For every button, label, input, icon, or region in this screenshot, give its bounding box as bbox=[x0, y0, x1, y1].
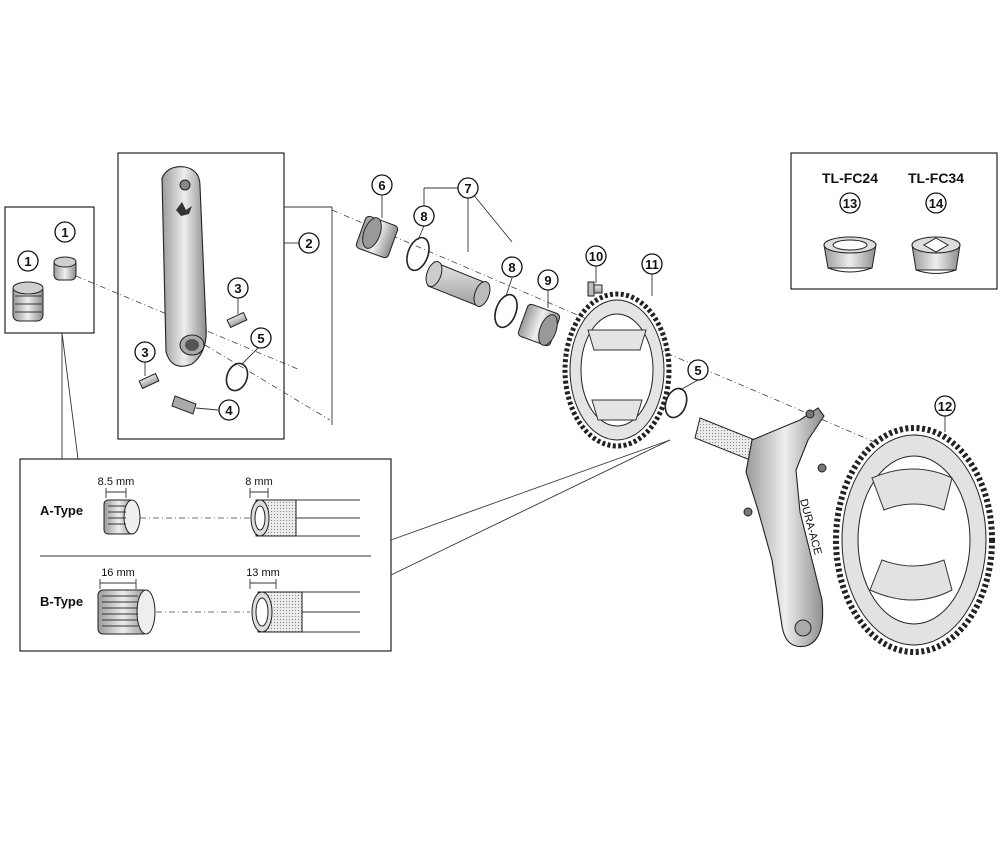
svg-text:5: 5 bbox=[257, 331, 264, 346]
b-right-dimension: 13 mm bbox=[246, 567, 280, 579]
a-left-dimension: 8.5 mm bbox=[98, 476, 135, 488]
tool-tl-fc34 bbox=[911, 236, 961, 274]
svg-text:1: 1 bbox=[24, 254, 31, 269]
tool-tl-fc24 bbox=[823, 236, 877, 273]
svg-text:2: 2 bbox=[305, 236, 312, 251]
callout-9: 9 bbox=[537, 269, 559, 291]
svg-text:4: 4 bbox=[225, 403, 233, 418]
callout-13: 13 bbox=[839, 192, 861, 214]
callout-1b: 1 bbox=[17, 250, 39, 272]
svg-text:12: 12 bbox=[938, 399, 952, 414]
callout-7: 7 bbox=[457, 177, 479, 199]
bb-seal-ring-left bbox=[406, 236, 430, 272]
svg-text:8: 8 bbox=[508, 260, 515, 275]
svg-text:10: 10 bbox=[589, 249, 603, 264]
safety-plate bbox=[171, 395, 197, 415]
svg-text:6: 6 bbox=[378, 178, 385, 193]
callout-3b: 3 bbox=[134, 341, 156, 363]
b-type-socket bbox=[251, 591, 303, 633]
callout-12: 12 bbox=[934, 395, 956, 417]
crank-bolt-small bbox=[53, 256, 77, 281]
left-crank-arm bbox=[161, 166, 207, 367]
svg-text:7: 7 bbox=[464, 181, 471, 196]
callout-2: 2 bbox=[298, 232, 320, 254]
bb-cup-left bbox=[355, 215, 399, 259]
bb-sleeve bbox=[425, 261, 491, 307]
a-right-dimension: 8 mm bbox=[245, 476, 273, 488]
inner-chainring bbox=[562, 291, 672, 449]
svg-text:11: 11 bbox=[645, 257, 659, 272]
bb-seal-ring-right bbox=[494, 293, 518, 329]
a-type-bolt bbox=[103, 499, 141, 535]
b-type-label: B-Type bbox=[40, 594, 83, 609]
right-crank-arm: DURA-ACE bbox=[694, 407, 827, 648]
svg-text:14: 14 bbox=[929, 196, 944, 211]
crank-bolt-large bbox=[12, 281, 44, 322]
callout-8b: 8 bbox=[501, 256, 523, 278]
pinch-bolt-upper bbox=[226, 311, 248, 329]
svg-text:3: 3 bbox=[234, 281, 241, 296]
pinch-bolt-lower bbox=[138, 372, 160, 390]
left-crank-box bbox=[117, 152, 331, 440]
outer-chainring bbox=[833, 425, 995, 655]
chainring-bolt bbox=[587, 281, 603, 297]
svg-text:3: 3 bbox=[141, 345, 148, 360]
a-type-socket bbox=[250, 499, 297, 537]
bb-cup-right bbox=[517, 303, 561, 347]
callout-5a: 5 bbox=[250, 327, 272, 349]
leader-lines bbox=[144, 187, 946, 432]
callout-14: 14 bbox=[925, 192, 947, 214]
bolt-inset-box bbox=[4, 206, 301, 371]
wave-washer-right bbox=[664, 387, 688, 419]
svg-text:9: 9 bbox=[544, 273, 551, 288]
svg-text:13: 13 bbox=[843, 196, 857, 211]
callout-10: 10 bbox=[585, 245, 607, 267]
b-left-dimension: 16 mm bbox=[101, 567, 135, 579]
svg-text:1: 1 bbox=[61, 225, 68, 240]
type-inset-box: A-Type B-Type 8.5 mm 8 mm 16 mm bbox=[19, 332, 671, 652]
svg-text:8: 8 bbox=[420, 209, 427, 224]
callout-5b: 5 bbox=[687, 359, 709, 381]
callout-3a: 3 bbox=[227, 277, 249, 299]
callout-4: 4 bbox=[218, 399, 240, 421]
wave-washer-left bbox=[225, 362, 249, 392]
svg-text:5: 5 bbox=[694, 363, 701, 378]
b-type-bolt bbox=[97, 589, 156, 635]
callout-6: 6 bbox=[371, 174, 393, 196]
callout-1a: 1 bbox=[54, 221, 76, 243]
callout-11: 11 bbox=[641, 253, 663, 275]
tool-a-label: TL-FC24 bbox=[822, 170, 878, 186]
callout-8a: 8 bbox=[413, 205, 435, 227]
a-type-label: A-Type bbox=[40, 503, 83, 518]
tool-box: TL-FC24 TL-FC34 13 14 bbox=[790, 152, 998, 290]
tool-b-label: TL-FC34 bbox=[908, 170, 964, 186]
